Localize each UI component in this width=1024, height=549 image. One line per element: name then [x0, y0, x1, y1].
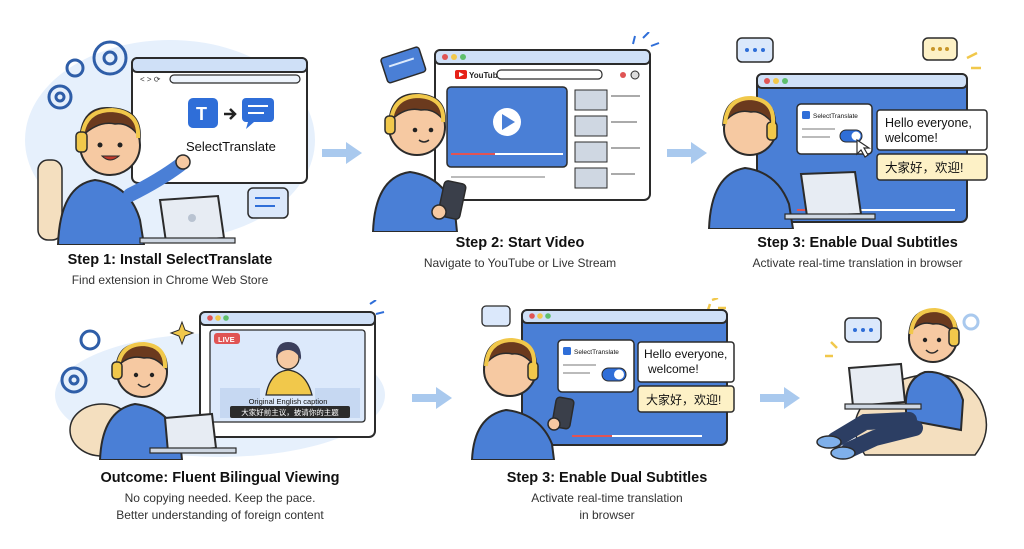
person-illustration: [56, 107, 191, 245]
chinese-caption: 大家好，欢迎!: [646, 392, 721, 407]
step-subtitle: No copying needed. Keep the pace. Better…: [50, 490, 390, 524]
english-caption: Original English caption: [249, 397, 328, 406]
step-title: Outcome: Fluent Bilingual Viewing: [100, 470, 340, 486]
search-bar[interactable]: [496, 69, 603, 80]
chinese-caption-box: [637, 385, 735, 413]
panel-step-3: SelectTranslate Hello everyone,welcome! …: [705, 34, 1010, 229]
subtitle-line: No copying needed. Keep the pace.: [124, 491, 316, 505]
step-title: Step 3: Enable Dual Subtitles: [506, 470, 708, 486]
cursor-icon: [856, 138, 871, 158]
card-icon: [380, 46, 427, 84]
brand-label: SelectTranslate: [186, 139, 276, 154]
subtitle-line: in browser: [579, 508, 635, 522]
chinese-caption: 大家好，欢迎!: [885, 160, 963, 175]
step-subtitle: Activate real-time translation in browse…: [462, 490, 752, 524]
caption-step-1: Step 1: Install SelectTranslate Find ext…: [20, 252, 320, 289]
caption-step-2: Step 2: Start Video Navigate to YouTube …: [365, 235, 675, 272]
step-title: Step 2: Start Video: [455, 235, 585, 251]
arrow-right-icon: [667, 142, 707, 164]
panel-step-3-repeat: SelectTranslate Hello everyone,welcome! …: [462, 298, 752, 460]
chat-bubble-icon: [481, 305, 511, 327]
panel-relaxed-viewer: [805, 290, 1015, 462]
step-subtitle: Navigate to YouTube or Live Stream: [423, 256, 617, 270]
svg-text:LIVE: LIVE: [218, 335, 235, 344]
english-caption: Hello everyone,welcome!: [644, 347, 727, 376]
caption-step-3: Step 3: Enable Dual Subtitles Activate r…: [705, 235, 1010, 272]
chinese-caption-box: [876, 153, 988, 181]
gear-icon: [60, 329, 101, 394]
translate-icon: [188, 98, 218, 128]
person-illustration: [470, 337, 556, 460]
step-title: Step 1: Install SelectTranslate: [67, 252, 273, 268]
panel-outcome: LIVE Original English caption 大家好前主议，披请你…: [50, 300, 390, 460]
extension-label: SelectTranslate: [574, 349, 619, 356]
chat-bubble-icon: [242, 98, 274, 122]
subtitle-line: Better understanding of foreign content: [116, 508, 324, 522]
site-label: YouTube: [469, 71, 503, 80]
english-caption-box: [876, 109, 988, 151]
caption-step-3-repeat: Step 3: Enable Dual Subtitles Activate r…: [462, 470, 752, 524]
svg-text:T: T: [196, 104, 207, 124]
chinese-caption-box: [230, 406, 350, 418]
step-title: Step 3: Enable Dual Subtitles: [757, 235, 958, 251]
gear-icon: [47, 40, 128, 110]
arrow-right-icon: [760, 387, 800, 409]
svg-text:< > ⟳: < > ⟳: [140, 75, 161, 84]
sparkle-icon: [169, 320, 195, 346]
english-caption-box: [637, 341, 735, 383]
arrow-right-icon: [322, 142, 362, 164]
panel-step-2: YouTube: [365, 32, 675, 232]
caption-outcome: Outcome: Fluent Bilingual Viewing No cop…: [50, 470, 390, 524]
panel-step-1: < > ⟳ T SelectTranslate: [20, 20, 320, 245]
step-subtitle: Activate real-time translation in browse…: [752, 256, 963, 270]
live-badge: [214, 333, 240, 344]
person-illustration: [98, 341, 184, 460]
extension-label: SelectTranslate: [813, 113, 858, 120]
person-illustration: [816, 307, 965, 460]
gear-icon: [962, 313, 980, 331]
chinese-caption: 大家好前主议，披请你的主题: [241, 407, 339, 417]
english-caption: Hello everyone,welcome!: [884, 116, 972, 145]
arrow-right-icon: [412, 387, 452, 409]
step-subtitle: Find extension in Chrome Web Store: [71, 273, 269, 287]
subtitle-line: Activate real-time translation: [531, 491, 683, 505]
person-illustration: [707, 95, 795, 229]
